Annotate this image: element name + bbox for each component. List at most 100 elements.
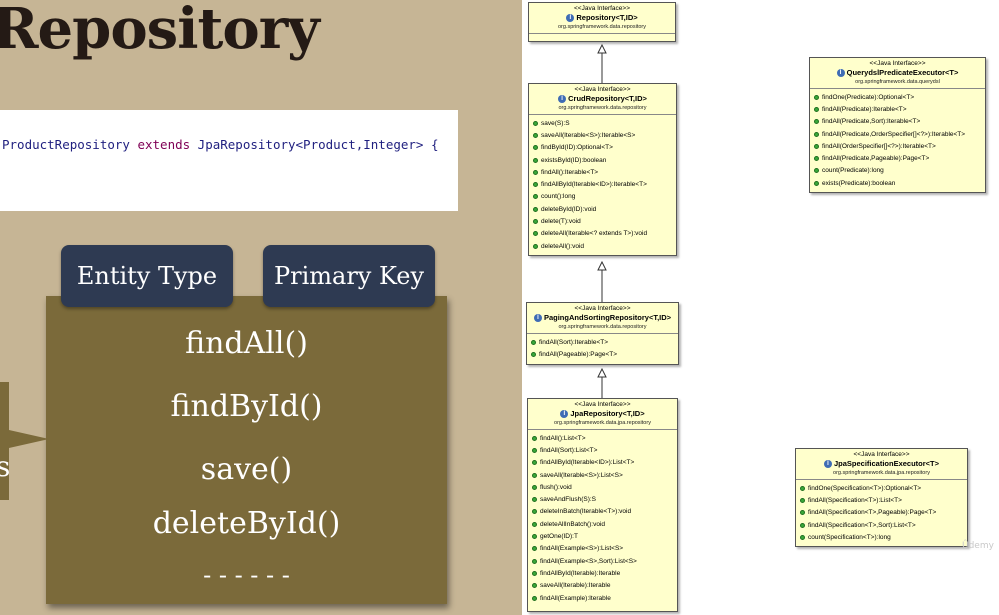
method-row: findAllById(Iterable):Iterable [532, 567, 674, 579]
method-row: exists(Predicate):boolean [814, 177, 982, 189]
code-line: ProductRepository extends JpaRepository<… [2, 137, 439, 152]
method-row: findAll(Example<S>,Sort):List<S> [532, 555, 674, 567]
public-method-icon [814, 131, 819, 137]
public-method-icon [532, 435, 537, 441]
public-method-icon [814, 119, 819, 125]
class-name: JpaRepository<T,ID> [570, 409, 645, 418]
interface-icon: I [560, 410, 569, 418]
method-row: findAll(Predicate):Iterable<T> [814, 103, 982, 115]
method-row: flush():void [532, 481, 674, 493]
interface-icon: I [823, 460, 832, 468]
public-method-icon [533, 145, 538, 151]
class-name: PagingAndSortingRepository<T,ID> [543, 313, 672, 322]
method-ellipsis: - - - - - - [203, 561, 290, 589]
public-method-icon [814, 156, 819, 162]
arrow-head-paging [597, 367, 607, 378]
public-method-icon [533, 157, 538, 163]
method-row: findAll(Sort):List<T> [532, 444, 674, 456]
method-row: findById(ID):Optional<T> [533, 142, 673, 154]
stereotype-label: <<Java Interface>> [573, 5, 630, 12]
method-delete-by-id: deleteById() [152, 506, 341, 541]
interface-icon: I [836, 69, 845, 77]
method-row: findAll(Specification<T>):List<T> [800, 494, 964, 506]
stereotype-label: <<Java Interface>> [853, 451, 910, 458]
public-method-icon [531, 351, 536, 357]
public-method-icon [531, 339, 536, 345]
public-method-icon [532, 583, 537, 589]
interface-icon: I [566, 14, 575, 22]
public-method-icon [533, 243, 538, 249]
method-row: findAll():List<T> [532, 432, 674, 444]
public-method-icon [533, 120, 538, 126]
package-name: org.springframework.data.repository [558, 105, 647, 111]
arrow-head-repository [597, 43, 607, 54]
method-row: delete(T):void [533, 215, 673, 227]
package-name: org.springframework.data.repository [557, 24, 647, 30]
public-method-icon [533, 206, 538, 212]
method-row: saveAndFlush(S):S [532, 493, 674, 505]
public-method-icon [814, 106, 819, 112]
method-row: findAll(Predicate,OrderSpecifier[]<?>):I… [814, 128, 982, 140]
udemy-watermark: Ûdemy [962, 541, 994, 551]
code-interface-name: ProductRepository [2, 137, 138, 152]
interface-icon: I [558, 95, 567, 103]
public-method-icon [533, 182, 538, 188]
public-method-icon [532, 472, 537, 478]
method-row: findAllById(Iterable<ID>):Iterable<T> [533, 178, 673, 190]
class-name: CrudRepository<T,ID> [568, 94, 647, 103]
package-name: org.springframework.data.jpa.repository [554, 420, 651, 426]
primary-key-tab: Primary Key [263, 245, 435, 307]
public-method-icon [532, 534, 537, 540]
method-list: findOne(Predicate):Optional<T> findAll(P… [810, 89, 985, 192]
methods-panel: findAll() findById() save() deleteById()… [46, 296, 447, 604]
public-method-icon [532, 509, 537, 515]
public-method-icon [814, 143, 819, 149]
method-row: findAll(Specification<T>,Pageable):Page<… [800, 507, 964, 519]
public-method-icon [800, 510, 805, 516]
public-method-icon [532, 497, 537, 503]
public-method-icon [532, 521, 537, 527]
method-row: count(Specification<T>):long [800, 531, 964, 543]
code-extends-keyword: extends [137, 137, 191, 152]
public-method-icon [533, 194, 538, 200]
public-method-icon [800, 497, 805, 503]
stereotype-label: <<Java Interface>> [574, 305, 631, 312]
slide-title: Repository [0, 0, 320, 62]
package-name: org.springframework.data.jpa.repository [833, 470, 930, 476]
callout-pointer [9, 430, 49, 448]
package-name: org.springframework.data.repository [558, 324, 647, 330]
class-name: QuerydslPredicateExecutor<T> [846, 68, 959, 77]
method-row: findOne(Specification<T>):Optional<T> [800, 482, 964, 494]
public-method-icon [533, 219, 538, 225]
public-method-icon [532, 447, 537, 453]
public-method-icon [532, 460, 537, 466]
method-row: findAll():Iterable<T> [533, 166, 673, 178]
stereotype-label: <<Java Interface>> [574, 401, 631, 408]
public-method-icon [533, 132, 538, 138]
public-method-icon [800, 534, 805, 540]
empty-compartment [529, 33, 675, 41]
code-supertype: JpaRepository<Product,Integer> { [190, 137, 439, 152]
method-row: deleteAll():void [533, 240, 673, 252]
method-row: deleteAll(Iterable<? extends T>):void [533, 228, 673, 240]
public-method-icon [533, 231, 538, 237]
public-method-icon [532, 546, 537, 552]
side-callout-text: s [0, 450, 11, 483]
entity-type-tab: Entity Type [61, 245, 233, 307]
method-row: findAllById(Iterable<ID>):List<T> [532, 457, 674, 469]
public-method-icon [532, 484, 537, 490]
method-row: findOne(Predicate):Optional<T> [814, 91, 982, 103]
method-find-all: findAll() [185, 326, 308, 361]
side-callout-block [0, 382, 9, 500]
method-row: findAll(Predicate,Sort):Iterable<T> [814, 116, 982, 128]
stereotype-label: <<Java Interface>> [869, 60, 926, 67]
public-method-icon [532, 595, 537, 601]
method-row: deleteAllInBatch():void [532, 518, 674, 530]
method-row: deleteById(ID):void [533, 203, 673, 215]
stereotype-label: <<Java Interface>> [574, 86, 631, 93]
